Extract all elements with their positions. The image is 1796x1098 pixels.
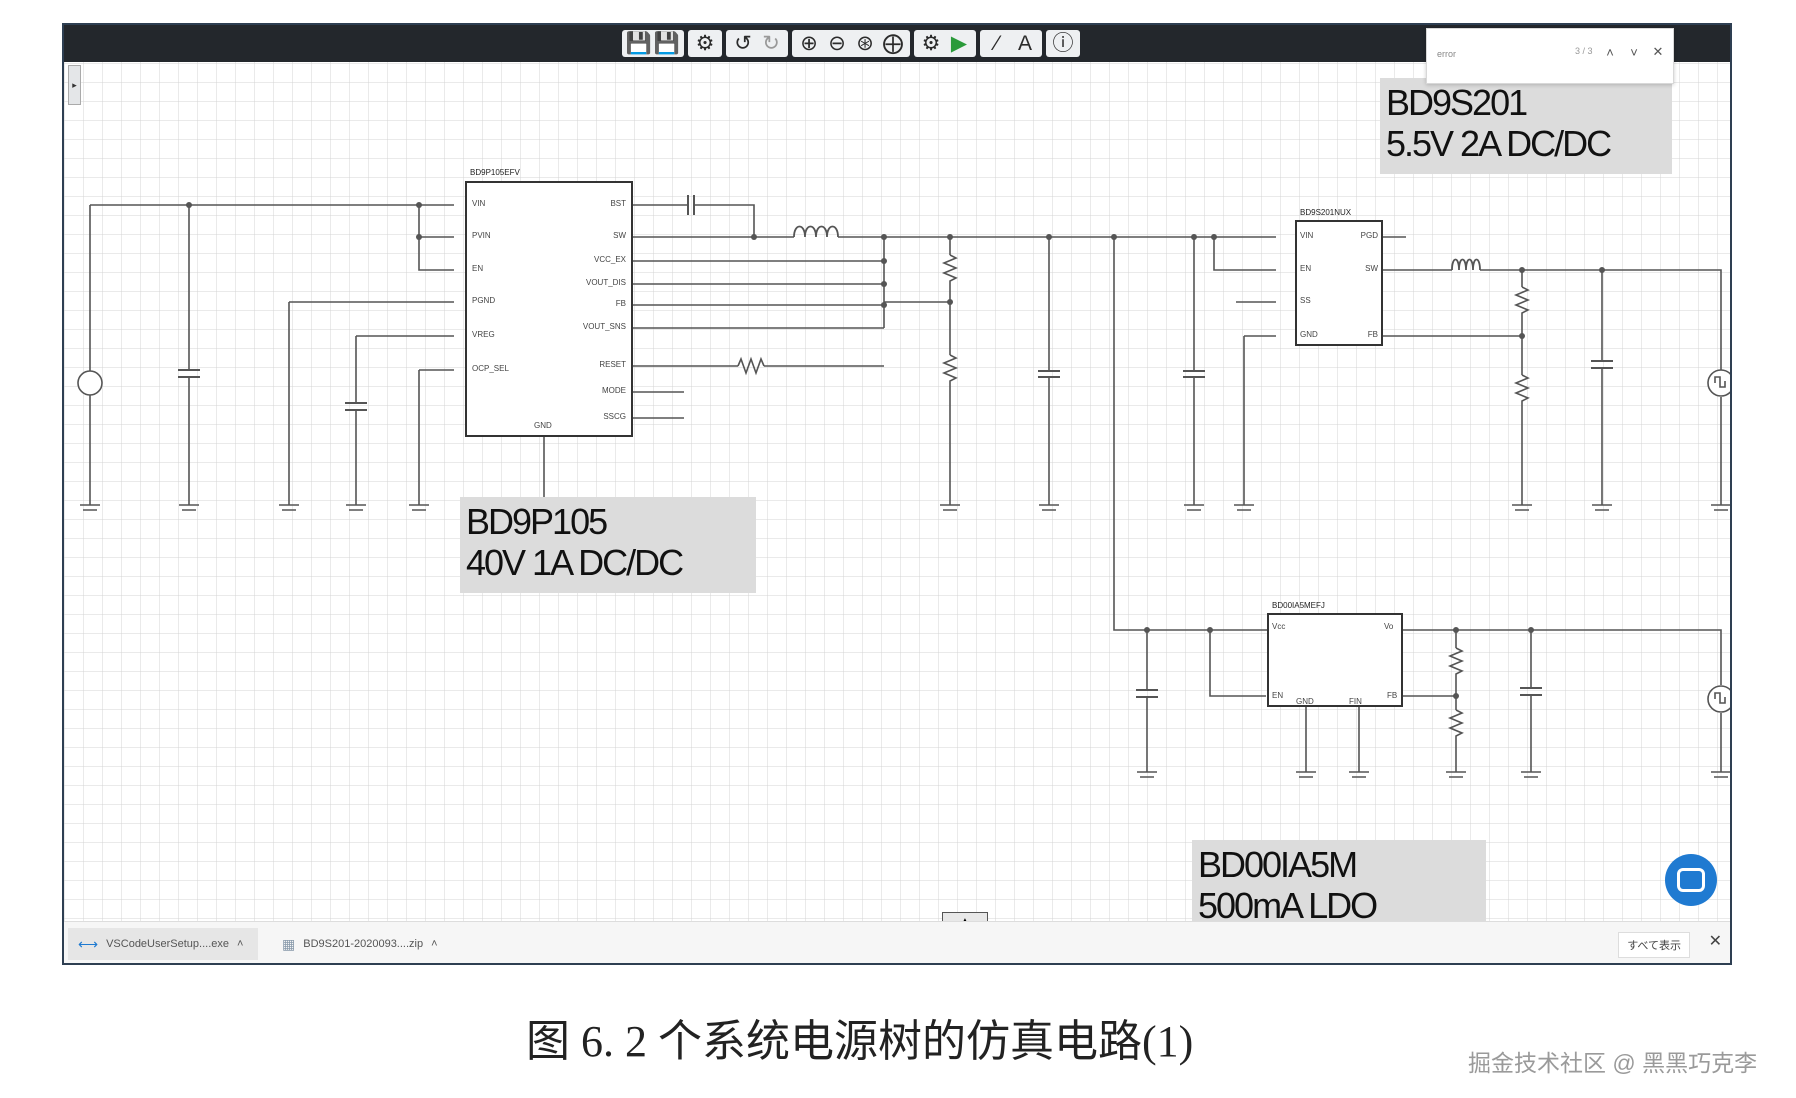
chevron-up-icon[interactable]: ˄ — [431, 938, 438, 950]
pin-label: SW — [1365, 264, 1378, 273]
ic3-gnd-pin: GND — [1296, 697, 1314, 706]
center-icon[interactable]: ⨁ — [882, 32, 904, 55]
pin-label: VIN — [1300, 231, 1314, 240]
chevron-up-icon[interactable]: ˄ — [236, 938, 244, 950]
download-filename: BD9S201-2020093....zip — [303, 938, 424, 950]
draw-group: ⁄ A — [980, 30, 1042, 57]
simulation-settings-icon[interactable]: ⚙ — [921, 32, 941, 55]
figure-caption: 图 6. 2 个系统电源树的仿真电路(1) — [526, 1017, 1194, 1066]
show-all-button[interactable]: すべて表示 — [1618, 932, 1690, 958]
pin-label: EN — [472, 264, 484, 273]
pin-label: RESET — [599, 360, 626, 369]
inductors — [793, 225, 1481, 271]
close-icon[interactable]: ✕ — [1708, 933, 1722, 950]
ic2-name: BD9S201NUX — [1300, 208, 1352, 217]
chat-icon[interactable] — [1665, 854, 1717, 906]
download-filename: VSCodeUserSetup....exe — [106, 938, 229, 950]
zoom-out-icon[interactable]: ⊖ — [828, 32, 846, 55]
pin-label: GND — [1300, 330, 1318, 339]
watermark: 掘金技术社区 @ 黑黑巧克李 — [1468, 1050, 1758, 1076]
ic3-en-pin: EN — [1272, 691, 1284, 700]
ground-symbols — [80, 504, 1730, 778]
zoom-fit-icon[interactable]: ⊛ — [856, 32, 874, 55]
capacitors — [178, 195, 1613, 698]
pin-label: SSCG — [603, 412, 626, 421]
zip-file-icon: ▦ — [282, 935, 296, 952]
expand-panel-icon[interactable]: ▸ — [68, 65, 81, 105]
next-result-icon[interactable]: ˅ — [1630, 44, 1638, 60]
simulation-group: ⚙ ▶ — [914, 30, 976, 57]
ic-bd00ia5mefj[interactable] — [1267, 613, 1403, 707]
resistors — [737, 254, 1531, 739]
ic-bd9p105efv[interactable] — [465, 181, 633, 437]
search-input[interactable] — [1435, 45, 1569, 63]
save-icon[interactable]: 💾 — [625, 32, 653, 55]
close-icon[interactable]: ✕ — [1652, 44, 1664, 59]
pin-label: MODE — [602, 386, 626, 395]
pin-label: PGD — [1360, 231, 1378, 240]
note-bd9p105-line2: 40V 1A DC/DC — [466, 542, 684, 583]
ic3-vcc-pin: Vcc — [1272, 622, 1286, 631]
redo-icon[interactable]: ↻ — [762, 32, 780, 55]
downloads-bar: ⟷ VSCodeUserSetup....exe ˄ ▦ BD9S201-202… — [64, 921, 1730, 963]
wire-icon[interactable]: ⁄ — [995, 32, 999, 55]
zoom-group: ⊕ ⊖ ⊛ ⨁ — [792, 30, 910, 57]
pin-label: EN — [1300, 264, 1312, 273]
vscode-icon: ⟷ — [78, 935, 99, 952]
settings-group: ⚙ — [688, 30, 722, 57]
simulator-window: BD9P105EFV VIN PVIN EN PGND VREG OCP_SEL BST S… — [62, 23, 1732, 965]
note-bd9s201-line2: 5.5V 2A DC/DC — [1386, 123, 1612, 164]
note-bd00ia5m-line1: BD00IA5M — [1198, 844, 1358, 885]
ic1-gnd-pin: GND — [534, 421, 552, 430]
pin-label: BST — [610, 199, 626, 208]
junctions — [186, 202, 1605, 699]
note-bd00ia5m-line2: 500mA LDO — [1198, 885, 1378, 926]
note-bd9s201[interactable]: BD9S201 5.5V 2A DC/DC — [1380, 78, 1672, 174]
download-item-vscode[interactable]: ⟷ VSCodeUserSetup....exe ˄ — [68, 928, 258, 960]
search-result-count: 3 / 3 — [1575, 46, 1593, 56]
settings-icon[interactable]: ⚙ — [695, 32, 715, 55]
file-group: 💾 💾 — [622, 30, 684, 57]
sources — [77, 369, 1730, 713]
ic3-vo-pin: Vo — [1384, 622, 1394, 631]
note-bd9s201-line1: BD9S201 — [1386, 82, 1528, 123]
note-bd00ia5m[interactable]: BD00IA5M 500mA LDO — [1192, 840, 1486, 936]
pin-label: OCP_SEL — [472, 364, 509, 373]
zoom-in-icon[interactable]: ⊕ — [800, 32, 818, 55]
pin-label: PVIN — [472, 231, 491, 240]
pin-label: VCC_EX — [593, 255, 626, 264]
pin-label: VOUT_SNS — [582, 322, 626, 331]
ic-bd9s201nux[interactable] — [1295, 220, 1383, 346]
ic3-fin-pin: FIN — [1349, 697, 1362, 706]
pin-label: FB — [1367, 330, 1378, 339]
help-icon[interactable]: ⓘ — [1052, 32, 1074, 55]
undo-icon[interactable]: ↺ — [734, 32, 752, 55]
schematic-canvas[interactable] — [64, 25, 1730, 921]
help-group: ⓘ — [1046, 30, 1080, 57]
note-bd9p105-line1: BD9P105 — [466, 501, 608, 542]
save-as-icon[interactable]: 💾 — [653, 32, 681, 55]
ic3-name: BD00IA5MEFJ — [1272, 601, 1325, 610]
note-bd9p105[interactable]: BD9P105 40V 1A DC/DC — [460, 497, 756, 593]
pin-label: PGND — [472, 296, 496, 305]
pin-label: VOUT_DIS — [585, 278, 626, 287]
pin-label: SS — [1300, 296, 1311, 305]
download-item-zip[interactable]: ▦ BD9S201-2020093....zip ˄ — [274, 928, 459, 960]
pin-label: FB — [615, 299, 626, 308]
pin-label: SW — [613, 231, 626, 240]
ic1-name: BD9P105EFV — [470, 168, 520, 177]
run-icon[interactable]: ▶ — [950, 32, 968, 55]
pin-label: VIN — [472, 199, 486, 208]
ic3-fb-pin: FB — [1387, 691, 1398, 700]
previous-result-icon[interactable]: ˄ — [1606, 44, 1614, 60]
toolbar: 💾 💾 ⚙ ↺ ↻ ⊕ ⊖ ⊛ ⨁ ⚙ ▶ ⁄ A — [622, 30, 1080, 57]
find-panel: 3 / 3 ˄ ˅ ✕ — [1426, 28, 1674, 84]
history-group: ↺ ↻ — [726, 30, 788, 57]
pin-label: VREG — [472, 330, 495, 339]
text-icon[interactable]: A — [1017, 32, 1032, 55]
